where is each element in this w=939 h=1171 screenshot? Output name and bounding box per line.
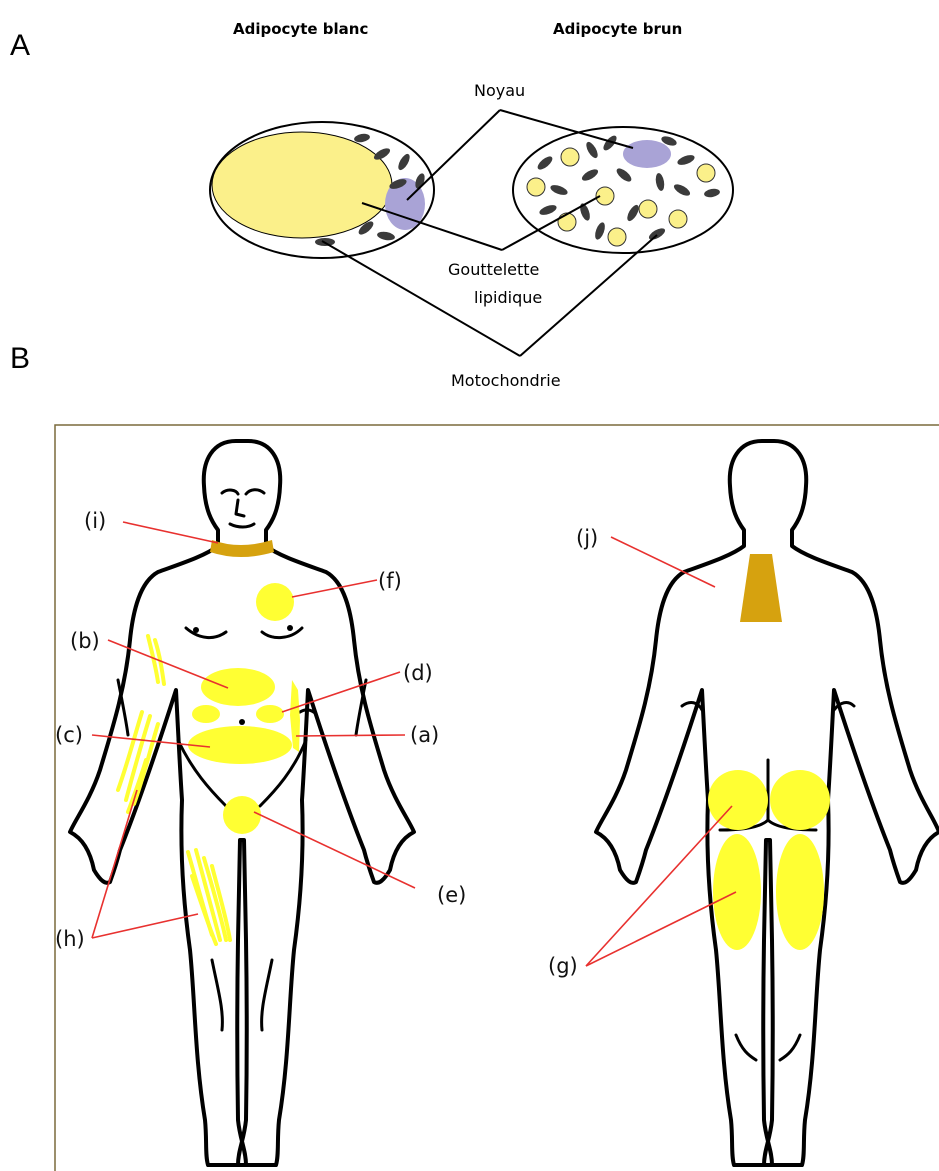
white-lipid-droplet [212, 132, 392, 238]
region-label-a: (a) [410, 723, 439, 747]
region-label-b: (b) [70, 629, 100, 653]
white-fat-chest-f [256, 583, 294, 621]
white-adipocyte [210, 122, 434, 258]
white-fat-pubic-e [223, 796, 261, 834]
region-label-i: (i) [84, 509, 106, 533]
region-label-f: (f) [378, 569, 402, 593]
white-fat-flank-right-d [256, 705, 284, 723]
pointer-a [296, 735, 405, 736]
white-adipocyte-title: Adipocyte blanc [233, 20, 368, 38]
mitochondria-label: Motochondrie [451, 371, 561, 390]
nucleus-leader-white [407, 110, 500, 200]
pointer-j [611, 537, 715, 587]
panel-b-letter: B [10, 342, 30, 375]
region-label-d: (d) [403, 661, 433, 685]
droplet-label-line2: lipidique [474, 288, 542, 307]
white-fat-buttock-left-g [708, 770, 768, 830]
region-label-h: (h) [55, 927, 85, 951]
brown-adipocyte-title: Adipocyte brun [553, 20, 682, 38]
panel-a-letter: A [10, 29, 30, 62]
pointer-h-thigh [92, 914, 198, 938]
region-label-e: (e) [437, 883, 466, 907]
white-fat-flank-left [192, 705, 220, 723]
pointer-i [123, 522, 218, 543]
white-fat-thigh-right-g [776, 834, 824, 950]
white-fat-thigh-left-g [713, 834, 761, 950]
white-fat-upper-abdomen-b [201, 668, 275, 706]
brown-nucleus [623, 140, 671, 168]
droplet-label-line1: Gouttelette [448, 260, 539, 279]
region-label-c: (c) [55, 723, 83, 747]
white-fat-buttock-right-g [770, 770, 830, 830]
panel-b: B [10, 342, 939, 1171]
nucleus-label: Noyau [474, 81, 525, 100]
white-fat-lower-abdomen-c [188, 726, 292, 764]
panel-a: A Adipocyte blanc Adipocyte brun [10, 20, 733, 390]
region-label-g: (g) [548, 954, 578, 978]
region-label-j: (j) [576, 526, 598, 550]
